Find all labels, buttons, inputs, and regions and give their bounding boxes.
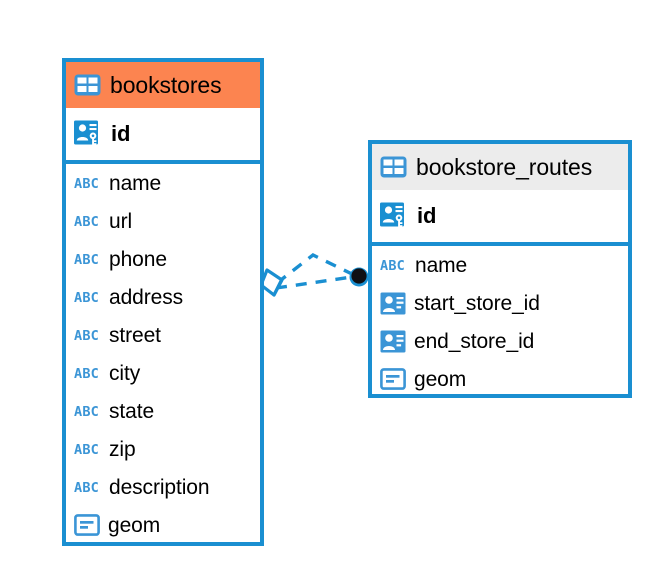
entity-table-bookstore-routes[interactable]: bookstore_routes id (368, 140, 632, 398)
entity-header-bookstores[interactable]: bookstores (66, 62, 260, 108)
entity-key-block-bookstore-routes: id (372, 190, 628, 246)
field-label-text: name (415, 253, 468, 277)
field-label-id: id (111, 121, 131, 146)
foreign-key-icon (380, 292, 406, 314)
field-label-text: name (109, 171, 162, 195)
abc-text-icon: ABC (74, 366, 99, 381)
svg-text:ABC: ABC (74, 290, 99, 305)
table-icon (74, 74, 101, 96)
svg-text:ABC: ABC (380, 258, 405, 273)
svg-text:ABC: ABC (74, 404, 99, 419)
abc-text-icon: ABC (74, 290, 99, 305)
field-row-url[interactable]: ABC url (66, 202, 260, 240)
field-row-description[interactable]: ABC description (66, 468, 260, 506)
svg-text:ABC: ABC (74, 176, 99, 191)
relationship-line-straight (275, 275, 353, 290)
entity-table-bookstores[interactable]: bookstores id (62, 58, 264, 546)
field-row-geom[interactable]: geom (372, 360, 628, 398)
field-row-start-store-id[interactable]: start_store_id (372, 284, 628, 322)
svg-text:ABC: ABC (74, 442, 99, 457)
field-row-street[interactable]: ABC street (66, 316, 260, 354)
diamond-marker (259, 268, 284, 297)
field-row-city[interactable]: ABC city (66, 354, 260, 392)
field-row-primary-key[interactable]: id (372, 190, 628, 242)
geometry-icon (380, 368, 406, 390)
abc-text-icon: ABC (74, 442, 99, 457)
field-row-zip[interactable]: ABC zip (66, 430, 260, 468)
field-label-geom: geom (108, 513, 161, 537)
field-label-text: state (109, 399, 155, 423)
svg-text:ABC: ABC (74, 366, 99, 381)
entity-header-bookstore-routes[interactable]: bookstore_routes (372, 144, 628, 190)
field-label-text: phone (109, 247, 167, 271)
field-row-phone[interactable]: ABC phone (66, 240, 260, 278)
svg-text:ABC: ABC (74, 480, 99, 495)
abc-text-icon: ABC (74, 328, 99, 343)
abc-text-icon: ABC (380, 258, 405, 273)
entity-key-block-bookstores: id (66, 108, 260, 164)
field-row-state[interactable]: ABC state (66, 392, 260, 430)
field-label-text: zip (109, 437, 136, 461)
primary-key-icon (380, 202, 404, 228)
field-label-text: city (109, 361, 141, 385)
field-row-address[interactable]: ABC address (66, 278, 260, 316)
field-row-geom[interactable]: geom (66, 506, 260, 544)
abc-text-icon: ABC (74, 214, 99, 229)
field-label-id: id (417, 203, 437, 228)
foreign-key-icon (380, 330, 406, 352)
svg-text:ABC: ABC (74, 328, 99, 343)
relationship-line-arc (275, 253, 353, 285)
field-label-text: street (109, 323, 161, 347)
abc-text-icon: ABC (74, 176, 99, 191)
field-row-primary-key[interactable]: id (66, 108, 260, 160)
field-label-text: url (109, 209, 133, 233)
filled-circle-marker (349, 267, 369, 287)
abc-text-icon: ABC (74, 480, 99, 495)
svg-text:ABC: ABC (74, 214, 99, 229)
field-label-text: address (109, 285, 184, 309)
svg-text:ABC: ABC (74, 252, 99, 267)
primary-key-icon (74, 120, 98, 146)
geometry-icon (74, 514, 100, 536)
field-label-text: description (109, 475, 210, 499)
entity-title-bookstore-routes: bookstore_routes (416, 153, 593, 180)
field-label-geom: geom (414, 367, 467, 391)
field-label-foreign-key: end_store_id (414, 329, 535, 353)
entity-title-bookstores: bookstores (110, 71, 222, 98)
field-row-name[interactable]: ABC name (372, 246, 628, 284)
abc-text-icon: ABC (74, 404, 99, 419)
abc-text-icon: ABC (74, 252, 99, 267)
table-icon (380, 156, 407, 178)
field-row-name[interactable]: ABC name (66, 164, 260, 202)
field-row-end-store-id[interactable]: end_store_id (372, 322, 628, 360)
field-label-foreign-key: start_store_id (414, 291, 540, 315)
